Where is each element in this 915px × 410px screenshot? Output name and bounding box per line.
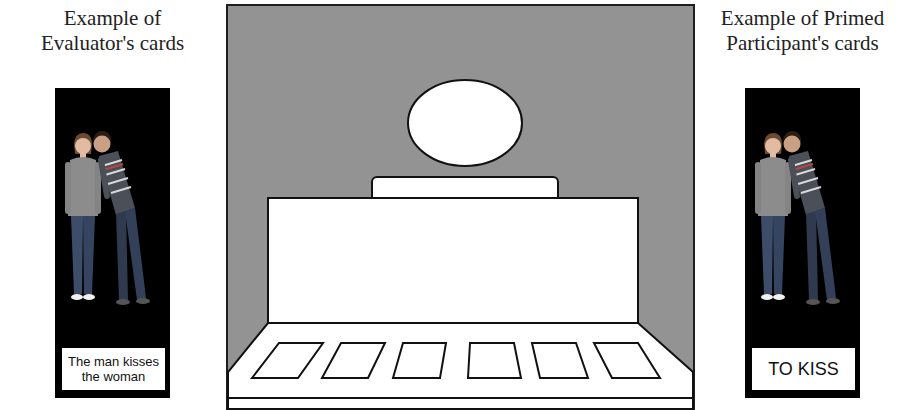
table-top xyxy=(228,323,693,409)
card-heading: Example of Evaluator's cards xyxy=(20,6,205,56)
picture-card: Example of Evaluator's cardsThe man kiss… xyxy=(55,88,170,398)
table-card xyxy=(532,343,588,378)
photo xyxy=(755,131,840,305)
person-head xyxy=(408,80,522,166)
card-caption: The man kisses the woman xyxy=(62,348,165,390)
table-edge xyxy=(228,397,693,399)
photo xyxy=(65,131,150,305)
card-heading: Example of Primed Participant's cards xyxy=(685,6,915,56)
table-card xyxy=(468,343,521,378)
person-shoulders xyxy=(372,177,558,205)
table-card xyxy=(393,343,446,378)
screen xyxy=(268,198,638,323)
table-card xyxy=(322,343,385,378)
background-panel xyxy=(227,5,694,409)
picture-card: Example of Primed Participant's cardsTO … xyxy=(745,88,860,398)
table-card xyxy=(252,343,323,378)
card-caption: TO KISS xyxy=(752,348,855,390)
table-card xyxy=(594,343,660,378)
